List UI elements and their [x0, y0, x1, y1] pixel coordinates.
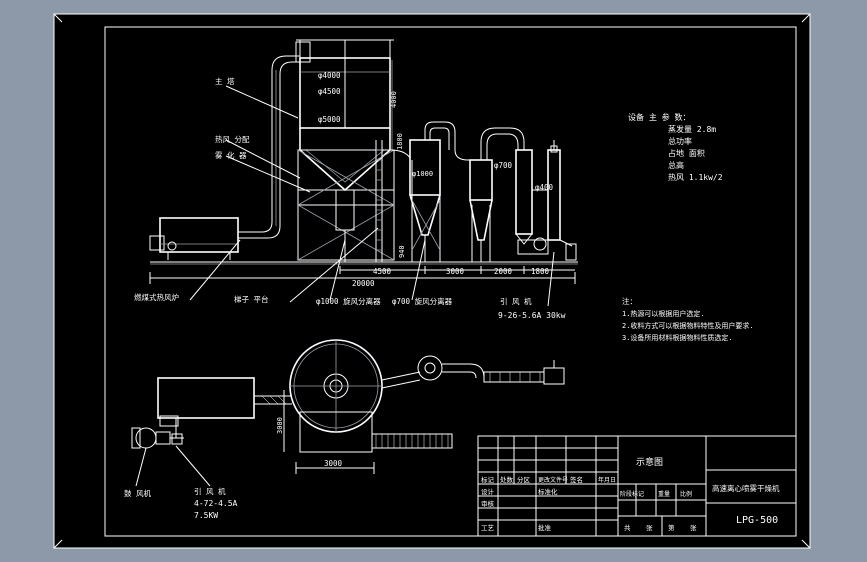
plan-dim-a: 3000 — [324, 459, 343, 468]
callout-fan-title: 引 风 机 — [500, 296, 532, 306]
tb-mark: 标记 — [481, 475, 495, 484]
spec-line-3: 总功率 — [668, 136, 692, 146]
dim-height-1: 1800 — [396, 133, 404, 150]
plan-blower-title: 鼓 风机 — [124, 488, 152, 498]
plan-fan-spec-1: 4-72-4.5A — [194, 499, 238, 508]
tb-weight: 重量 — [658, 490, 670, 498]
tb-count: 处数 — [500, 475, 514, 484]
plan-fan-spec-2: 7.5KW — [194, 511, 218, 520]
cyclone-separator-1 — [389, 121, 456, 262]
tb-sheet-unit: 张 — [646, 523, 653, 532]
dim-height-2: 4000 — [390, 91, 398, 108]
tb-standard: 标准化 — [538, 487, 558, 496]
tb-design: 设计 — [481, 487, 495, 496]
cyclone-separator-2 — [454, 127, 525, 262]
dim-span-tower: 4500 — [373, 267, 392, 276]
callout-fan-spec: 9-26-5.6A 30kw — [498, 311, 566, 320]
callout-cyclone-2: φ700 旋风分离器 — [392, 296, 453, 306]
spec-line-6: 热风 1.1kw/2 — [668, 172, 723, 182]
dim-total-length: 20000 — [352, 279, 375, 288]
drying-tower — [295, 39, 395, 262]
spec-line-4: 占地 面积 — [668, 148, 705, 158]
drawing-notes: 注： 1.热源可以根据用户选定. 2.收料方式可以根据物料特性及用户要求. 3.… — [622, 296, 754, 342]
tb-approve: 批准 — [538, 523, 552, 532]
tb-review: 审核 — [481, 499, 495, 508]
induced-fan-scrubber — [515, 140, 577, 261]
hot-air-furnace — [149, 217, 268, 260]
tb-scale: 比例 — [680, 490, 692, 498]
tb-date: 年月日 — [598, 476, 616, 484]
tb-drawing-code: LPG-500 — [736, 515, 778, 526]
note-2: 2.收料方式可以根据物料特性及用户要求. — [622, 321, 754, 330]
tb-total: 共 — [624, 523, 631, 532]
spec-line-2: 蒸发量 2.8m — [668, 124, 716, 134]
tb-change-doc: 更改文件号 — [538, 476, 568, 484]
callout-furnace: 燃煤式热风炉 — [134, 292, 179, 302]
dim-height-3: 940 — [398, 245, 406, 258]
equipment-specs: 设备 主 参 数： 蒸发量 2.8m 总功率 占地 面积 总高 热风 1.1kw… — [628, 112, 723, 182]
callout-cyclone-1: φ1000 旋风分离器 — [316, 296, 381, 306]
tb-sheet-unit-2: 张 — [690, 523, 697, 532]
callout-hot-air: 热风 分配 — [215, 134, 250, 144]
tb-sheet-no: 第 — [668, 523, 675, 532]
drawing-sheet — [53, 13, 811, 549]
tower-dia-top: φ4000 — [318, 71, 341, 80]
dim-span-scrubber: 1800 — [531, 267, 550, 276]
callout-main-tower: 主 塔 — [215, 76, 235, 86]
pipe-dia-label: φ400 — [535, 183, 554, 192]
elevation-view: φ4000 φ4500 φ5000 4000 1800 940 φ1000 — [134, 39, 578, 320]
cyclone-dia-label: φ1000 — [412, 170, 433, 178]
plan-dim-b: 3000 — [276, 417, 284, 434]
spec-line-5: 总高 — [668, 160, 684, 170]
note-3: 3.设备所用材料根据物料性质选定. — [622, 333, 733, 342]
tb-drawing-name: 高速离心喷雾干燥机 — [712, 483, 780, 493]
dimension-lines — [149, 266, 576, 284]
tb-process: 工艺 — [481, 524, 495, 532]
callout-ladder: 梯子 平台 — [234, 294, 269, 304]
plan-view: 3000 3000 鼓 风机 引 风 机 4-72-4.5A 7.5KW — [124, 339, 565, 520]
tb-caption: 示意图 — [636, 456, 663, 468]
drawing-border — [104, 26, 797, 537]
tower-dia-low: φ5000 — [318, 115, 341, 124]
tb-sign: 签名 — [570, 475, 583, 484]
dim-span-cyclone: 3000 — [446, 267, 465, 276]
tb-zone: 分区 — [517, 475, 531, 484]
hot-air-duct — [261, 55, 300, 239]
plan-fan-label: 引 风 机 — [194, 486, 226, 496]
tower-dia-mid: φ4500 — [318, 87, 341, 96]
spec-line-1: 设备 主 参 数： — [628, 112, 690, 122]
tb-stage: 阶段标记 — [620, 490, 644, 498]
title-block: 标记 处数 分区 更改文件号 签名 年月日 设计 标准化 阶段标记 重量 比例 … — [477, 435, 797, 537]
note-1: 1.热源可以根据用户选定. — [622, 309, 705, 318]
dim-span-fan: 2000 — [494, 267, 513, 276]
duct-dia-label: φ700 — [494, 161, 513, 170]
notes-head: 注： — [622, 296, 637, 306]
callout-atomizer: 雾 化 器 — [215, 150, 247, 160]
